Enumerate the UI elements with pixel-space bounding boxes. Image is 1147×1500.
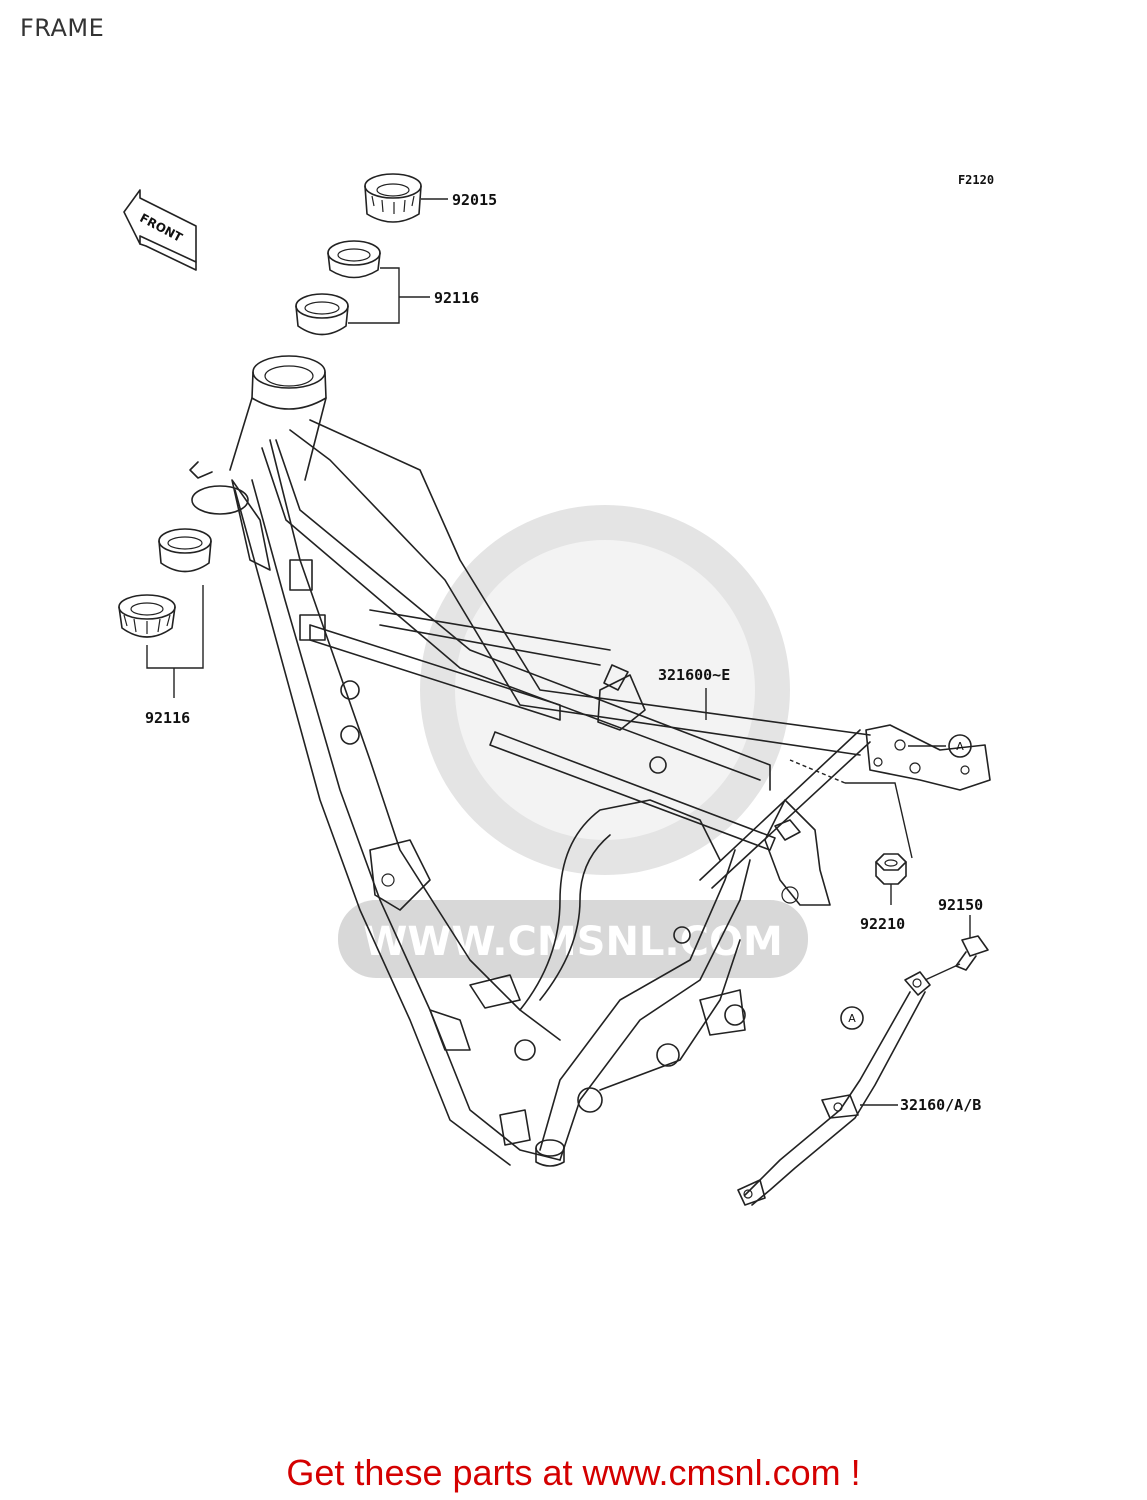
main-frame: [189, 355, 991, 1167]
part-321600-e: 321600~E: [658, 666, 730, 684]
sub-frame-bar: [737, 971, 931, 1206]
stem-nut-top: [364, 173, 422, 223]
stem-nut-left: [118, 594, 176, 638]
part-32160-a-b: 32160/A/B: [900, 1096, 981, 1114]
part-92150: 92150: [938, 896, 983, 914]
bearing-race-lower: [295, 293, 349, 336]
ref-marker-a-bottom: [840, 1006, 864, 1030]
nut-92210: [875, 853, 907, 885]
bearing-race-left: [158, 528, 212, 573]
figure-code: F2120: [958, 173, 994, 187]
ref-marker-a-top: [948, 734, 972, 758]
page-title: FRAME: [20, 14, 105, 42]
front-label: FRONT: [138, 211, 186, 245]
part-92015: 92015: [452, 191, 497, 209]
part-92116-bottom: 92116: [145, 709, 190, 727]
part-92210: 92210: [860, 915, 905, 933]
part-92116-top: 92116: [434, 289, 479, 307]
ref-marker-a-top-label: A: [956, 740, 964, 753]
ref-marker-a-bottom-label: A: [848, 1012, 856, 1025]
bearing-race-upper: [327, 240, 381, 279]
cta-link[interactable]: Get these parts at www.cmsnl.com !: [286, 1452, 861, 1493]
watermark-logo: WWW.CMSNL.COM: [338, 505, 808, 978]
front-arrow-icon: FRONT: [123, 189, 197, 271]
bolt-92150: [955, 935, 989, 971]
